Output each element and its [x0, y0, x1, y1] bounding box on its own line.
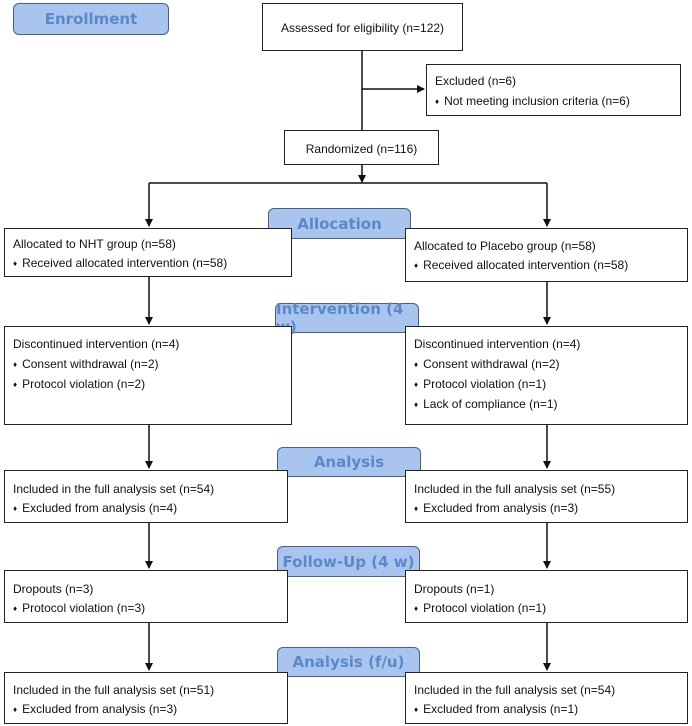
left-intervention-box: Discontinued intervention (n=4) Consent …: [4, 326, 292, 425]
right-allocation-line-1: Allocated to Placebo group (n=58): [414, 239, 596, 253]
left-allocation-line-1: Allocated to NHT group (n=58): [13, 237, 176, 251]
right-analysis-fu-line-1: Included in the full analysis set (n=54): [414, 683, 616, 697]
excluded-box: Excluded (n=6) Not meeting inclusion cri…: [426, 64, 681, 116]
right-analysis-line-1: Included in the full analysis set (n=55): [414, 482, 616, 496]
left-intervention-line-1: Discontinued intervention (n=4): [13, 337, 180, 351]
left-intervention-line-2: Consent withdrawal (n=2): [13, 358, 158, 370]
right-allocation-box: Allocated to Placebo group (n=58) Receiv…: [405, 228, 688, 282]
left-analysis-fu-line-2: Excluded from analysis (n=3): [13, 703, 177, 715]
excluded-title: Excluded (n=6): [435, 74, 517, 88]
left-followup-line-2: Protocol violation (n=3): [13, 602, 145, 614]
left-analysis-fu-line-1: Included in the full analysis set (n=51): [13, 683, 215, 697]
right-analysis-line-2: Excluded from analysis (n=3): [414, 502, 578, 514]
right-analysis-fu-line-2: Excluded from analysis (n=1): [414, 703, 578, 715]
right-followup-line-2: Protocol violation (n=1): [414, 602, 546, 614]
assessed-text: Assessed for eligibility (n=122): [280, 21, 445, 35]
stage-enrollment: Enrollment: [13, 3, 169, 35]
stage-intervention: Intervention (4 w): [275, 300, 419, 336]
left-analysis-box: Included in the full analysis set (n=54)…: [4, 470, 288, 523]
left-analysis-line-1: Included in the full analysis set (n=54): [13, 482, 215, 496]
right-intervention-line-3: Protocol violation (n=1): [414, 378, 546, 390]
left-followup-box: Dropouts (n=3) Protocol violation (n=3): [4, 570, 288, 623]
left-analysis-line-2: Excluded from analysis (n=4): [13, 502, 177, 514]
stage-followup: Follow-Up (4 w): [277, 546, 420, 577]
right-intervention-line-4: Lack of compliance (n=1): [414, 398, 557, 410]
assessed-box: Assessed for eligibility (n=122): [262, 3, 463, 51]
right-analysis-fu-box: Included in the full analysis set (n=54)…: [405, 672, 688, 724]
left-analysis-fu-box: Included in the full analysis set (n=51)…: [4, 672, 288, 724]
left-intervention-line-3: Protocol violation (n=2): [13, 378, 145, 390]
right-followup-box: Dropouts (n=1) Protocol violation (n=1): [405, 570, 688, 623]
excluded-reason: Not meeting inclusion criteria (n=6): [435, 95, 630, 107]
right-intervention-line-2: Consent withdrawal (n=2): [414, 358, 559, 370]
right-intervention-box: Discontinued intervention (n=4) Consent …: [405, 326, 688, 425]
randomized-text: Randomized (n=116): [305, 142, 418, 156]
stage-analysis-fu: Analysis (f/u): [277, 647, 420, 677]
left-allocation-box: Allocated to NHT group (n=58) Received a…: [4, 228, 292, 277]
right-intervention-line-1: Discontinued intervention (n=4): [414, 337, 581, 351]
left-followup-line-1: Dropouts (n=3): [13, 582, 94, 596]
right-analysis-box: Included in the full analysis set (n=55)…: [405, 470, 688, 523]
stage-analysis: Analysis: [277, 447, 421, 477]
randomized-box: Randomized (n=116): [284, 130, 439, 165]
left-allocation-line-2: Received allocated intervention (n=58): [13, 257, 227, 269]
right-followup-line-1: Dropouts (n=1): [414, 582, 495, 596]
right-allocation-line-2: Received allocated intervention (n=58): [414, 259, 628, 271]
